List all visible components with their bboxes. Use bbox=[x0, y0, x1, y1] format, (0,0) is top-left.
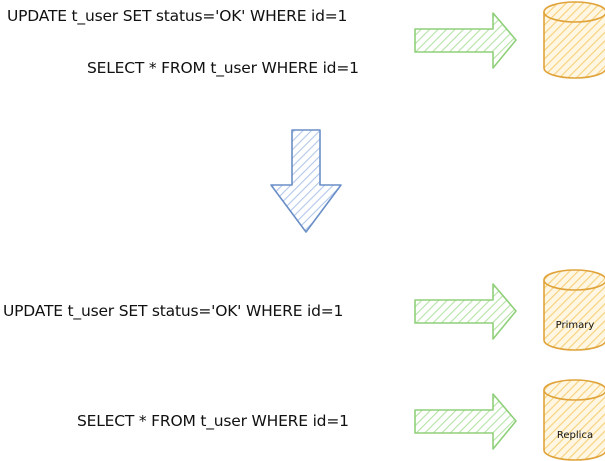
top-select-sql: SELECT * FROM t_user WHERE id=1 bbox=[87, 59, 359, 77]
primary-database-icon: Primary bbox=[543, 269, 605, 351]
primary-label: Primary bbox=[556, 320, 595, 331]
bottom-select-sql: SELECT * FROM t_user WHERE id=1 bbox=[77, 412, 349, 430]
top-update-sql: UPDATE t_user SET status='OK' WHERE id=1 bbox=[7, 7, 348, 25]
arrow-down-icon bbox=[270, 129, 342, 233]
replica-database-icon: Replica bbox=[543, 379, 605, 461]
bottom-update-sql: UPDATE t_user SET status='OK' WHERE id=1 bbox=[3, 302, 344, 320]
database-icon bbox=[543, 1, 605, 79]
arrow-right-icon bbox=[414, 283, 517, 340]
replica-label: Replica bbox=[557, 430, 593, 441]
arrow-right-icon bbox=[414, 393, 517, 450]
arrow-right-icon bbox=[414, 12, 517, 69]
